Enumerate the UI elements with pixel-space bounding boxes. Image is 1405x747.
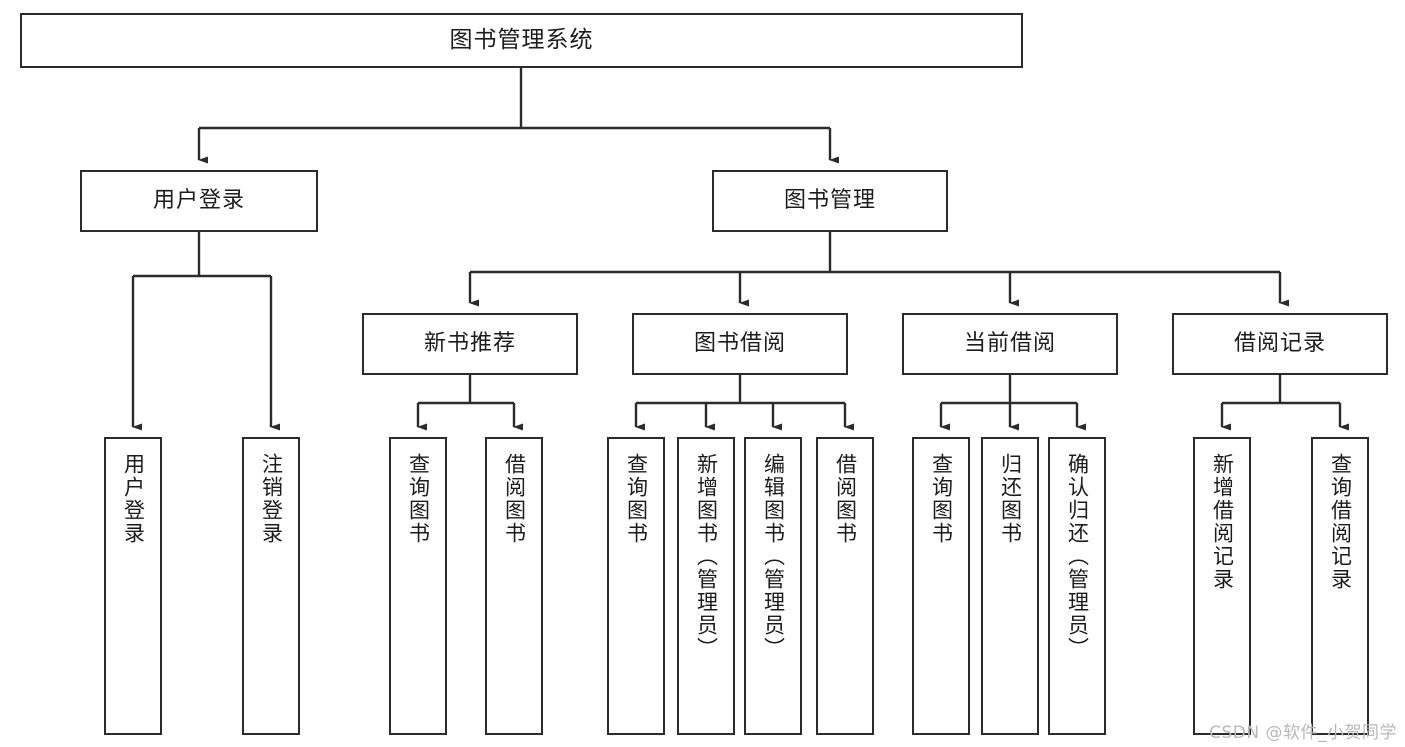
node-leaf-add-book-admin[interactable]: 新增图书（管理员） [677, 437, 735, 735]
node-leaf-edit-book-admin[interactable]: 编辑图书（管理员） [744, 437, 802, 735]
leaf-label: 新增图书（管理员） [694, 453, 719, 660]
leaf-label: 归还图书 [998, 453, 1023, 545]
node-leaf-logout[interactable]: 注销登录 [242, 437, 300, 735]
node-leaf-query-book-new-rec[interactable]: 查询图书 [389, 437, 447, 735]
leaf-label: 用户登录 [121, 453, 146, 545]
leaf-label: 借阅图书 [833, 453, 858, 545]
leaf-label: 查询借阅记录 [1328, 453, 1353, 591]
node-leaf-add-borrow-record[interactable]: 新增借阅记录 [1193, 437, 1251, 735]
node-leaf-borrow-book-new-rec[interactable]: 借阅图书 [485, 437, 543, 735]
node-current-borrow[interactable]: 当前借阅 [902, 313, 1118, 375]
leaf-label: 查询图书 [624, 453, 649, 545]
node-root-book-management-system[interactable]: 图书管理系统 [20, 13, 1023, 68]
node-leaf-borrow-book-borrow[interactable]: 借阅图书 [816, 437, 874, 735]
node-leaf-query-book-borrow[interactable]: 查询图书 [607, 437, 665, 735]
node-user-login[interactable]: 用户登录 [80, 170, 318, 232]
leaf-label: 注销登录 [259, 453, 284, 545]
leaf-label: 借阅图书 [502, 453, 527, 545]
node-leaf-query-book-current[interactable]: 查询图书 [912, 437, 970, 735]
node-new-book-recommendation[interactable]: 新书推荐 [362, 313, 578, 375]
csdn-watermark: CSDN @软件_小贺同学 [1209, 723, 1397, 743]
leaf-label: 确认归还（管理员） [1065, 453, 1090, 660]
node-leaf-confirm-return-admin[interactable]: 确认归还（管理员） [1048, 437, 1106, 735]
node-book-borrow[interactable]: 图书借阅 [632, 313, 848, 375]
node-leaf-user-login[interactable]: 用户登录 [104, 437, 162, 735]
node-borrow-record[interactable]: 借阅记录 [1172, 313, 1388, 375]
node-leaf-query-borrow-record[interactable]: 查询借阅记录 [1311, 437, 1369, 735]
node-leaf-return-book[interactable]: 归还图书 [981, 437, 1039, 735]
leaf-label: 编辑图书（管理员） [761, 453, 786, 660]
leaf-label: 查询图书 [929, 453, 954, 545]
leaf-label: 查询图书 [406, 453, 431, 545]
node-book-management[interactable]: 图书管理 [712, 170, 948, 232]
leaf-label: 新增借阅记录 [1210, 453, 1235, 591]
